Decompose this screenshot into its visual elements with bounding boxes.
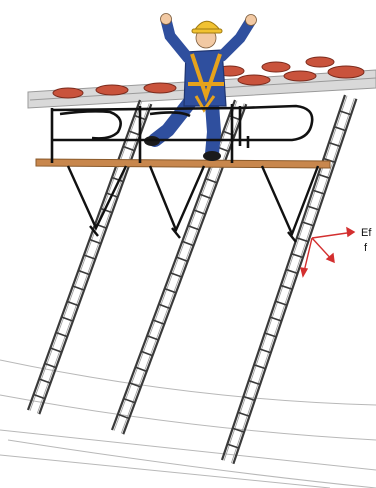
force-arrow [301,228,354,276]
roof-surface-lines [0,360,376,488]
ladder-rail [233,99,356,464]
ladder-rail [123,104,246,434]
ladder-rail [222,95,345,460]
ladder-3 [222,95,356,464]
ladder-rail-shade [231,98,354,463]
force-annotation-label: Ef f [361,226,376,256]
ladder-rail-shade [224,96,347,461]
ladder-1 [28,100,151,414]
roof-edge-guardrail [52,104,312,163]
platform-plank [36,159,330,168]
safety-helmet [192,21,222,33]
